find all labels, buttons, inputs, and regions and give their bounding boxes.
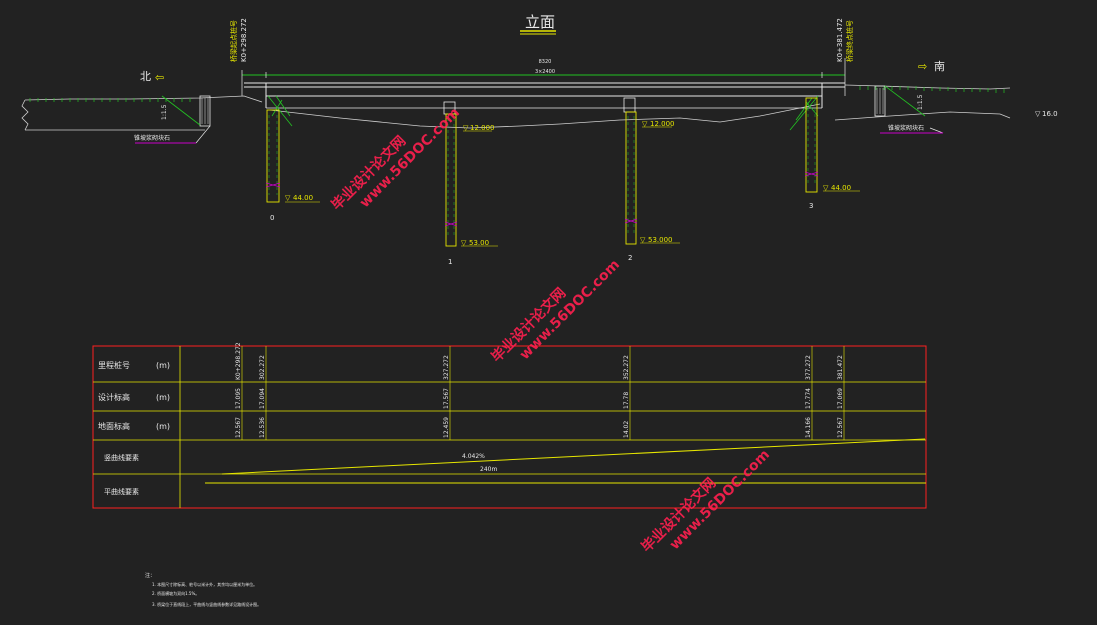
svg-text:▽: ▽ xyxy=(640,236,646,244)
svg-text:17.069: 17.069 xyxy=(837,388,844,409)
svg-text:12.459: 12.459 xyxy=(443,417,450,438)
left-abutment: 1:1.5 锥坡浆砌块石 xyxy=(134,95,293,144)
svg-text:(m): (m) xyxy=(156,361,170,370)
grass-ticks xyxy=(29,86,1005,102)
svg-text:8320: 8320 xyxy=(539,59,552,65)
svg-text:12.536: 12.536 xyxy=(259,417,266,438)
svg-text:17.774: 17.774 xyxy=(805,388,812,409)
svg-text:锥坡浆砌块石: 锥坡浆砌块石 xyxy=(888,124,924,132)
svg-text:▽: ▽ xyxy=(823,184,829,192)
pier-2: ▽ 12.000 ▽ 53.000 2 xyxy=(623,97,680,262)
svg-text:12.567: 12.567 xyxy=(837,417,844,438)
svg-text:53.000: 53.000 xyxy=(648,236,673,244)
svg-text:377.272: 377.272 xyxy=(805,355,812,380)
svg-text:12.000: 12.000 xyxy=(470,124,495,132)
ground-line xyxy=(21,84,1011,131)
svg-text:12.567: 12.567 xyxy=(235,417,242,438)
svg-text:14.166: 14.166 xyxy=(805,417,812,438)
svg-text:327.272: 327.272 xyxy=(443,355,450,380)
svg-text:1: 1 xyxy=(448,258,452,266)
row-label-design: 设计标高 xyxy=(98,392,130,402)
svg-text:K0+298.272: K0+298.272 xyxy=(240,18,248,62)
svg-text:0: 0 xyxy=(270,214,274,222)
svg-text:▽: ▽ xyxy=(461,239,467,247)
svg-text:14.02: 14.02 xyxy=(623,421,630,438)
svg-text:▽: ▽ xyxy=(642,120,648,128)
svg-text:锥坡浆砌块石: 锥坡浆砌块石 xyxy=(134,134,170,142)
row-label-station: 里程桩号 xyxy=(98,360,130,370)
svg-text:1:1.5: 1:1.5 xyxy=(161,104,168,120)
row-label-vertical: 竖曲线要素 xyxy=(104,453,139,462)
svg-text:53.00: 53.00 xyxy=(469,239,489,247)
south-arrow-icon: ⇨ xyxy=(918,60,927,73)
left-station-label: 桥梁起点桩号 K0+298.272 xyxy=(229,18,248,62)
vertical-grade-label: 4.042% xyxy=(462,453,485,460)
svg-text:3×2400: 3×2400 xyxy=(535,69,555,75)
svg-text:桥梁起点桩号: 桥梁起点桩号 xyxy=(229,20,238,62)
right-abutment: 1:1.5 锥坡浆砌块石 ▽ 16.0 xyxy=(789,85,1058,134)
svg-text:▽: ▽ xyxy=(463,124,469,132)
svg-text:302.272: 302.272 xyxy=(259,355,266,380)
svg-text:K0+298.272: K0+298.272 xyxy=(235,342,242,380)
svg-text:44.00: 44.00 xyxy=(293,194,313,202)
svg-text:2. 桥面横坡为双向1.5%。: 2. 桥面横坡为双向1.5%。 xyxy=(152,590,199,596)
svg-text:注：: 注： xyxy=(145,572,155,579)
svg-text:16.0: 16.0 xyxy=(1042,110,1058,118)
watermark-1: 毕业设计论文网 www.56DOC.com xyxy=(328,105,463,214)
top-dimension-line: 8320 3×2400 xyxy=(241,58,846,96)
svg-text:352.272: 352.272 xyxy=(623,355,630,380)
svg-text:12.000: 12.000 xyxy=(650,120,675,128)
drawing-title: 立面 xyxy=(525,13,555,31)
svg-text:2: 2 xyxy=(628,254,632,262)
svg-text:▽: ▽ xyxy=(1035,110,1041,118)
svg-text:17.567: 17.567 xyxy=(443,388,450,409)
watermark-3: 毕业设计论文网 www.56DOC.com xyxy=(638,447,773,556)
watermark-2: 毕业设计论文网 www.56DOC.com xyxy=(488,257,623,366)
svg-text:1:1.5: 1:1.5 xyxy=(917,94,924,110)
pier-1: ▽ 12.000 ▽ 53.00 1 xyxy=(443,101,498,266)
bridge-deck xyxy=(244,82,845,109)
svg-text:1. 本图尺寸除标高、桩号以米计外，其余均以厘米为单位。: 1. 本图尺寸除标高、桩号以米计外，其余均以厘米为单位。 xyxy=(152,581,257,587)
svg-text:桥梁终点桩号: 桥梁终点桩号 xyxy=(845,20,854,62)
vertical-grade-line xyxy=(221,438,926,475)
vertical-length-label: 240m xyxy=(480,466,497,473)
svg-text:▽: ▽ xyxy=(285,194,291,202)
row-label-horizontal: 平曲线要素 xyxy=(104,487,139,496)
pier-3: ▽ 44.00 3 xyxy=(804,97,860,210)
svg-text:17.78: 17.78 xyxy=(623,392,630,409)
north-label: 北 xyxy=(140,70,151,83)
svg-text:3. 桥梁位于直线段上，平曲线与竖曲线参数详见路线设计图。: 3. 桥梁位于直线段上，平曲线与竖曲线参数详见路线设计图。 xyxy=(152,601,261,607)
svg-text:44.00: 44.00 xyxy=(831,184,851,192)
profile-table: 里程桩号 (m) 设计标高 (m) 地面标高 (m) 竖曲线要素 平曲线要素 K… xyxy=(92,342,927,509)
right-station-label: K0+381.472 桥梁终点桩号 xyxy=(836,18,854,62)
pier-0: ▽ 44.00 0 xyxy=(265,109,320,222)
svg-text:381.472: 381.472 xyxy=(837,355,844,380)
svg-text:17.094: 17.094 xyxy=(259,388,266,409)
row-label-ground: 地面标高 xyxy=(98,421,130,431)
svg-text:3: 3 xyxy=(809,202,813,210)
svg-text:17.095: 17.095 xyxy=(235,388,242,409)
south-label: 南 xyxy=(934,60,945,73)
svg-text:K0+381.472: K0+381.472 xyxy=(836,18,844,62)
notes: 注： 1. 本图尺寸除标高、桩号以米计外，其余均以厘米为单位。 2. 桥面横坡为… xyxy=(145,572,261,607)
svg-text:(m): (m) xyxy=(156,393,170,402)
north-arrow-icon: ⇦ xyxy=(155,71,164,84)
svg-text:(m): (m) xyxy=(156,422,170,431)
